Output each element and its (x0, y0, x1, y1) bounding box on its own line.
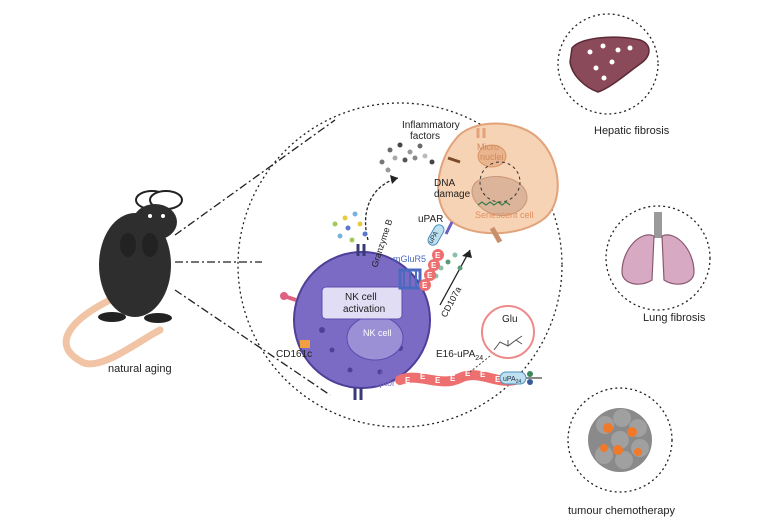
label-factors: factors (410, 131, 440, 142)
label-glu: Glu (502, 314, 518, 325)
cell-nucleus (471, 176, 528, 216)
label-nk-cell: NK cell (363, 328, 392, 338)
e-letter-7: E (435, 376, 441, 385)
hepatic-circle (557, 13, 659, 115)
e-letter-11: E (495, 375, 501, 384)
label-mglur5: mGluR5 (393, 254, 426, 264)
label-nk-cell-activation: NK cell activation (343, 292, 385, 315)
label-hepatic-fibrosis: Hepatic fibrosis (594, 125, 670, 137)
tumour-icon (588, 408, 652, 472)
label-cd107a: CD107a (439, 285, 463, 319)
nk-cell (293, 251, 431, 389)
e-letter-6: E (420, 372, 426, 381)
label-cd161c: CD161c (276, 349, 312, 360)
label-micro-nuclei: Micro nuclei (477, 142, 504, 162)
granzyme-dots (332, 211, 368, 243)
lung-circle (605, 205, 711, 311)
liver-icon (569, 36, 650, 93)
e-letter-4: E (435, 251, 441, 260)
e-letter-5: E (405, 376, 411, 385)
label-nk-cell-receptor: NK cell receptor (362, 368, 396, 388)
nk-activation-box (321, 286, 403, 320)
label-inflammatory-factors: Inflammatory factors (402, 120, 463, 142)
e-letter-3: E (431, 261, 437, 270)
lung-icon (621, 212, 695, 285)
label-inflammatory: Inflammatory (402, 120, 460, 131)
mouse-icon (62, 190, 183, 368)
connector-lines (174, 119, 336, 396)
e-letter-10: E (480, 370, 486, 379)
label-upar: uPAR (418, 214, 443, 225)
nk-nucleus (346, 315, 404, 361)
label-tumour-chemotherapy: tumour chemotherapy (568, 505, 675, 517)
peptide-e-letters: E E E E E E E E E E E (405, 251, 501, 385)
micro-nuclei (477, 144, 507, 168)
label-natural-aging: natural aging (108, 363, 172, 375)
upar-upa-complex (427, 221, 454, 246)
cd107a-arrow (439, 249, 471, 306)
mglur5-receptor (398, 268, 422, 290)
e-letter-8: E (450, 374, 456, 383)
label-senescent-cell: Senescent cell (475, 210, 534, 220)
glu-structure (469, 305, 535, 373)
granzyme-arrow (364, 177, 399, 241)
inflammatory-factors-dots (379, 142, 461, 173)
label-e16-upa: E16-uPA24 (436, 349, 483, 362)
tumour-circle (567, 387, 673, 493)
peptide-chain-bottom (395, 370, 542, 387)
label-dna-damage: DNA damage (434, 178, 471, 200)
e-letter-9: E (465, 369, 471, 378)
label-lung-fibrosis: Lung fibrosis (643, 312, 706, 324)
e-letter-1: E (422, 281, 428, 290)
senescent-cell (437, 122, 559, 244)
peptide-chain-top (419, 249, 444, 291)
e-letter-2: E (427, 271, 433, 280)
detail-circle (237, 102, 563, 428)
label-upa24: uPA24 (503, 376, 521, 385)
nk-receptors (280, 244, 366, 400)
